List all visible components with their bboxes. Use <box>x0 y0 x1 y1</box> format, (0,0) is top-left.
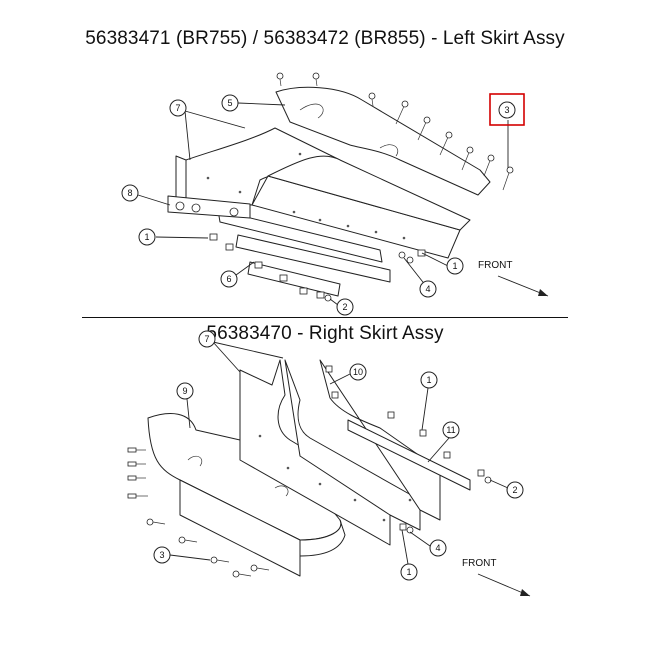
left-callouts: 7 5 3 8 1 6 1 4 2 <box>121 93 525 316</box>
callout-left-1a: 1 <box>144 232 149 242</box>
left-holes <box>206 152 406 240</box>
part-8-bracket <box>167 195 251 219</box>
callout-right-11: 11 <box>446 425 455 435</box>
callout-right-1a: 1 <box>426 375 431 385</box>
left-leaders <box>137 102 509 306</box>
callout-right-2: 2 <box>512 485 517 495</box>
part-5-panel <box>275 86 491 196</box>
callout-left-2: 2 <box>342 302 347 312</box>
right-leaders <box>169 341 509 565</box>
right-skirt-drawing: 7 10 9 1 11 2 4 1 3 FRONT <box>127 330 531 597</box>
callout-right-4: 4 <box>435 543 440 553</box>
callout-left-3: 3 <box>504 105 509 115</box>
front-label-left: FRONT <box>478 260 512 271</box>
highlight-box <box>489 93 525 126</box>
left-hardware <box>209 233 426 302</box>
callout-right-10: 10 <box>353 367 363 377</box>
callout-right-1b: 1 <box>406 567 411 577</box>
left-skirt-title: 56383471 (BR755) / 56383472 (BR855) - Le… <box>85 28 565 49</box>
callout-right-3: 3 <box>159 550 164 560</box>
callout-left-1b: 1 <box>452 261 457 271</box>
callout-left-6: 6 <box>226 274 231 284</box>
callout-left-5: 5 <box>227 98 232 108</box>
callout-left-7: 7 <box>175 103 180 113</box>
callout-right-9: 9 <box>182 386 187 396</box>
top-bolts <box>276 72 376 107</box>
left-screws <box>395 100 514 191</box>
right-holes <box>258 434 412 522</box>
callout-left-4: 4 <box>425 284 430 294</box>
right-callouts: 7 10 9 1 11 2 4 1 3 <box>153 330 524 581</box>
left-skirt-drawing: 7 5 3 8 1 6 1 4 2 FRONT <box>121 72 549 316</box>
section-divider <box>82 317 568 318</box>
callout-left-8: 8 <box>127 188 132 198</box>
callout-right-7: 7 <box>204 334 209 344</box>
front-label-right: FRONT <box>462 558 496 569</box>
right-skirt-title: 56383470 - Right Skirt Assy <box>206 323 444 344</box>
right-bolts <box>127 365 492 578</box>
